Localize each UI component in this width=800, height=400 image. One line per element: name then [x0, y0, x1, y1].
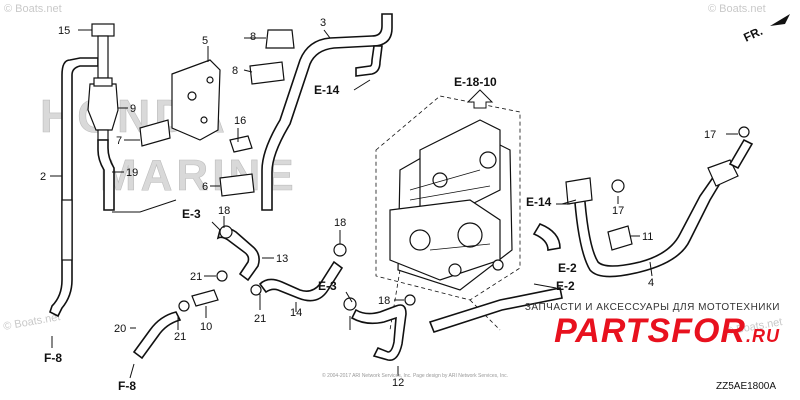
clips-8-6 — [219, 29, 295, 197]
hose-e2-lines — [428, 223, 563, 333]
shop-branding: ЗАПЧАСТИ И АКСЕССУАРЫ ДЛЯ МОТОТЕХНИКИ PA… — [525, 302, 780, 354]
part-number-2: 2 — [40, 171, 46, 183]
part-number-21-b: 21 — [254, 313, 266, 325]
part-number-17-mid: 17 — [612, 205, 624, 217]
part-number-14: 14 — [290, 307, 302, 319]
section-references: E-18-10 E-14 E-14 E-3 E-3 E-2 E-2 F-8 F-… — [44, 75, 577, 393]
part-number-20: 20 — [114, 323, 126, 335]
part-number-11: 11 — [642, 231, 653, 243]
part-number-labels: 15 2 3 5 9 7 8 8 19 6 16 18 13 21 10 21 … — [40, 17, 716, 389]
reference-f-8-bottom: F-8 — [118, 379, 136, 393]
reference-e-2-b: E-2 — [558, 261, 577, 275]
part-number-10: 10 — [200, 321, 212, 333]
watermark-top-right: © Boats.net — [708, 3, 766, 15]
reference-arrows — [51, 79, 577, 379]
honda-marine-background-logo: HONDA MARINE — [40, 90, 294, 201]
hose-13 — [216, 225, 260, 282]
reference-e-3-mid: E-3 — [318, 279, 337, 293]
fuel-filter-9 — [87, 23, 119, 211]
shop-caption: ЗАПЧАСТИ И АКСЕССУАРЫ ДЛЯ МОТОТЕХНИКИ — [524, 302, 780, 313]
front-label: FR. — [741, 24, 764, 45]
part-number-16: 16 — [234, 115, 246, 127]
copyright-notice: © 2004-2017 ARI Network Services, Inc. P… — [322, 373, 508, 379]
watermark-top-left: © Boats.net — [4, 3, 62, 15]
watermark-bottom-left: © Boats.net — [2, 311, 61, 333]
carburetor-assembly — [375, 95, 521, 331]
part-number-19: 19 — [126, 167, 138, 179]
bracket-5 — [139, 59, 253, 153]
part-number-9: 9 — [130, 103, 136, 115]
part-number-15: 15 — [58, 25, 70, 37]
hose-20 — [132, 311, 182, 360]
part-number-21-a: 21 — [190, 271, 202, 283]
joint-10 — [178, 270, 262, 312]
part-number-8-mid: 8 — [232, 65, 238, 77]
part-number-18-bottom: 18 — [378, 295, 390, 307]
front-direction-indicator: FR. — [741, 14, 790, 45]
part-number-4: 4 — [648, 277, 654, 289]
part-number-3: 3 — [320, 17, 326, 29]
reference-e-14-top: E-14 — [314, 83, 340, 97]
leader-lines — [50, 29, 738, 376]
part-number-18-left: 18 — [218, 205, 230, 217]
part-number-21-c: 21 — [174, 331, 186, 343]
hose-3 — [261, 13, 393, 211]
front-arrow-icon — [770, 14, 790, 26]
diagram-code: ZZ5AE1800A — [716, 381, 777, 392]
part-number-17-top: 17 — [704, 129, 716, 141]
shop-logo: PARTSFOR.RU — [525, 313, 780, 354]
hose-2 — [49, 57, 99, 318]
hose-4 — [565, 126, 754, 278]
part-number-6: 6 — [202, 181, 208, 193]
reference-e-18-10: E-18-10 — [454, 75, 497, 89]
part-number-12: 12 — [392, 377, 404, 389]
part-number-5: 5 — [202, 35, 208, 47]
shop-logo-tld: .RU — [746, 326, 780, 346]
part-number-13: 13 — [276, 253, 288, 265]
part-number-18-mid: 18 — [334, 217, 346, 229]
reference-arrow-up — [466, 89, 494, 109]
part-number-7: 7 — [116, 135, 122, 147]
part-number-8-top: 8 — [250, 31, 256, 43]
shop-logo-main: PARTSFOR — [554, 312, 746, 350]
reference-e-3-left: E-3 — [182, 207, 201, 221]
reference-e-2-a: E-2 — [556, 279, 575, 293]
reference-e-14-right: E-14 — [526, 195, 552, 209]
reference-f-8-left: F-8 — [44, 351, 62, 365]
